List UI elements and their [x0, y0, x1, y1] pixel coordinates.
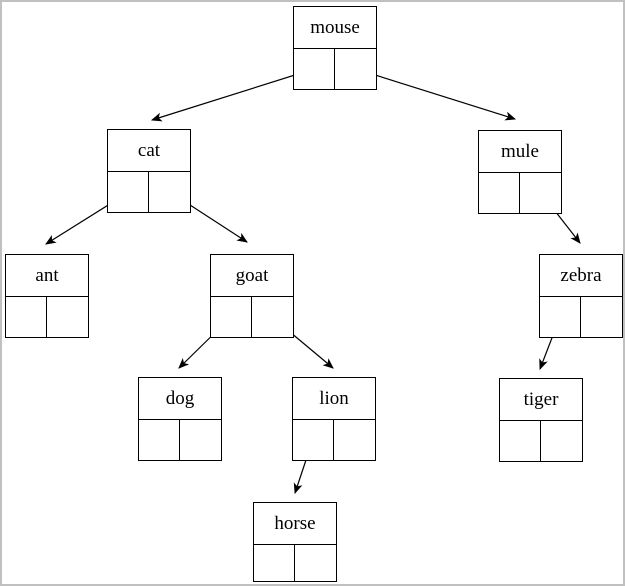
pointer-cells — [108, 172, 190, 212]
left-pointer-cell — [254, 545, 295, 581]
node-label-goat: goat — [211, 255, 293, 297]
pointer-cells — [540, 297, 622, 337]
node-label-horse: horse — [254, 503, 336, 545]
right-pointer-cell — [520, 173, 561, 213]
right-pointer-cell — [335, 49, 376, 89]
node-label-ant: ant — [6, 255, 88, 297]
left-pointer-cell — [139, 420, 180, 460]
left-pointer-cell — [108, 172, 149, 212]
tree-node-cat: cat — [107, 129, 191, 213]
pointer-cells — [294, 49, 376, 89]
right-pointer-cell — [541, 421, 582, 461]
left-pointer-cell — [211, 297, 252, 337]
right-pointer-cell — [334, 420, 375, 460]
tree-node-tiger: tiger — [499, 378, 583, 462]
pointer-cells — [6, 297, 88, 337]
node-label-zebra: zebra — [540, 255, 622, 297]
tree-node-goat: goat — [210, 254, 294, 338]
node-label-dog: dog — [139, 378, 221, 420]
left-pointer-cell — [294, 49, 335, 89]
right-pointer-cell — [180, 420, 221, 460]
node-label-cat: cat — [108, 130, 190, 172]
pointer-cells — [139, 420, 221, 460]
node-label-tiger: tiger — [500, 379, 582, 421]
left-pointer-cell — [540, 297, 581, 337]
left-pointer-cell — [6, 297, 47, 337]
tree-node-ant: ant — [5, 254, 89, 338]
tree-node-mule: mule — [478, 130, 562, 214]
tree-node-zebra: zebra — [539, 254, 623, 338]
tree-node-mouse: mouse — [293, 6, 377, 90]
pointer-cells — [500, 421, 582, 461]
edge-mouse-left-to-cat — [150, 68, 315, 122]
tree-node-dog: dog — [138, 377, 222, 461]
left-pointer-cell — [479, 173, 520, 213]
pointer-cells — [479, 173, 561, 213]
left-pointer-cell — [500, 421, 541, 461]
node-label-mule: mule — [479, 131, 561, 173]
node-label-mouse: mouse — [294, 7, 376, 49]
node-label-lion: lion — [293, 378, 375, 420]
tree-node-lion: lion — [292, 377, 376, 461]
right-pointer-cell — [252, 297, 293, 337]
pointer-cells — [293, 420, 375, 460]
pointer-cells — [254, 545, 336, 581]
pointer-cells — [211, 297, 293, 337]
tree-node-horse: horse — [253, 502, 337, 582]
edge-mouse-right-to-mule — [355, 68, 517, 121]
left-pointer-cell — [293, 420, 334, 460]
right-pointer-cell — [295, 545, 336, 581]
right-pointer-cell — [47, 297, 88, 337]
right-pointer-cell — [581, 297, 622, 337]
right-pointer-cell — [149, 172, 190, 212]
